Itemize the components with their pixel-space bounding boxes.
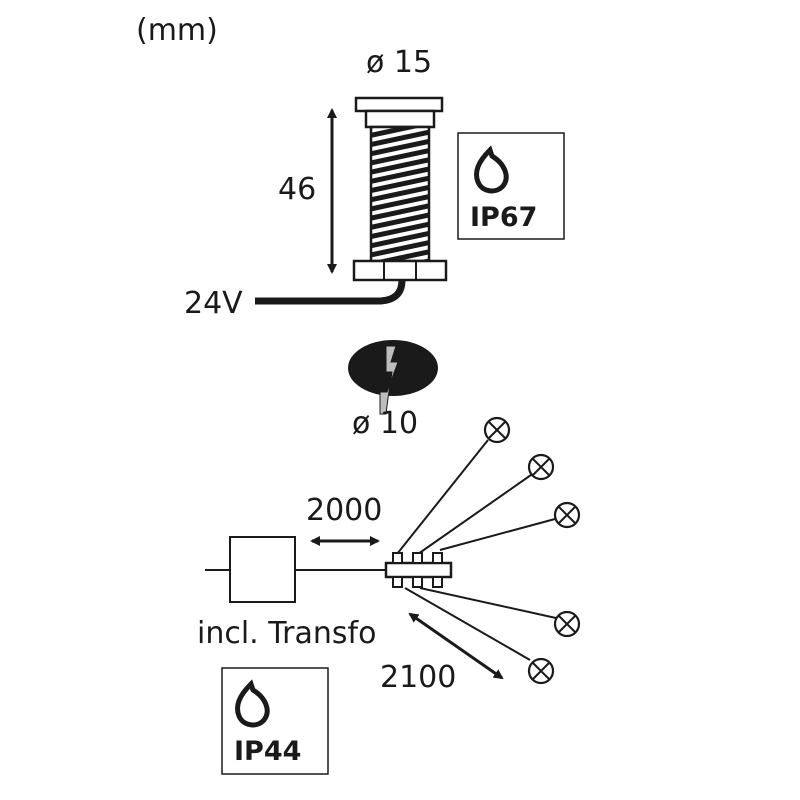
ip44-badge: IP44	[221, 667, 329, 775]
water-drop-icon	[235, 679, 270, 728]
spot-cable	[255, 279, 406, 305]
ip67-badge: IP67	[457, 132, 565, 240]
drill-bit-icon	[379, 345, 399, 415]
water-drop-icon	[474, 145, 509, 194]
branch-cable	[396, 439, 489, 555]
spot-diameter-label: ø 15	[366, 45, 432, 80]
spot-nut	[352, 259, 448, 282]
ip44-label: IP44	[234, 736, 301, 767]
lamp-icon	[527, 453, 555, 481]
branch-cable	[417, 474, 532, 555]
units-label: (mm)	[136, 13, 218, 48]
branch-cable	[419, 587, 557, 619]
spot-height-label: 46	[278, 172, 316, 207]
voltage-label: 24V	[184, 286, 243, 321]
wiring-diagram	[205, 416, 581, 685]
distributor-block	[384, 561, 453, 579]
branch-length-label: 2100	[380, 660, 456, 695]
spot-thread-body	[369, 125, 431, 263]
drill-diameter-label: ø 10	[352, 406, 418, 441]
drill-hole-symbol	[348, 340, 438, 415]
lamp-icon	[553, 501, 581, 529]
spot-light-drawing	[255, 96, 448, 305]
spot-head	[354, 96, 444, 113]
lamp-icon	[527, 657, 555, 685]
branch-length-arrow	[408, 612, 504, 680]
transformer-box	[229, 536, 296, 603]
lead-length-label: 2000	[306, 493, 382, 528]
branch-cable	[439, 518, 556, 551]
ip67-label: IP67	[470, 202, 537, 233]
spot-collar	[364, 109, 436, 129]
lamp-icon	[483, 416, 511, 444]
transformer-label: incl. Transfo	[197, 616, 376, 651]
lamp-icon	[553, 610, 581, 638]
